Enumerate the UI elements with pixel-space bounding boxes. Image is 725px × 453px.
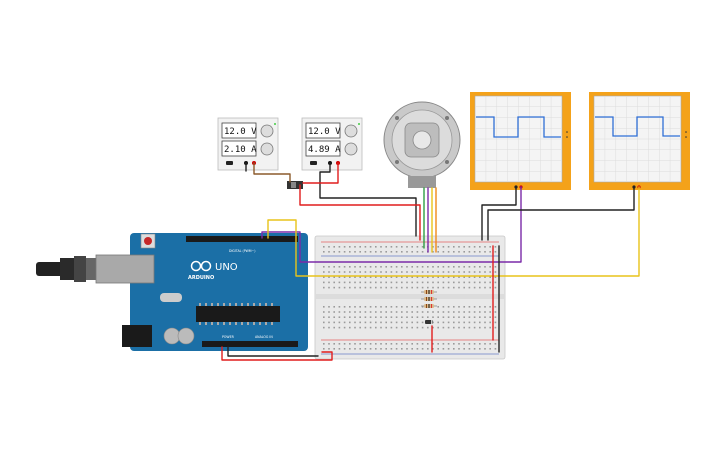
power-analog-header[interactable] [202, 341, 298, 347]
voltage-knob-icon[interactable] [260, 124, 274, 138]
voltage-display [221, 122, 257, 139]
wire-black[interactable] [227, 346, 319, 357]
wire-black[interactable] [481, 186, 517, 241]
usb-cable [36, 262, 66, 276]
resistor[interactable] [421, 290, 437, 294]
motor-connector [408, 176, 436, 188]
wire-yellow[interactable] [267, 186, 640, 277]
breadboard-holes[interactable] [323, 246, 497, 350]
slide-switch[interactable] [287, 181, 303, 189]
square-wave-trace [595, 116, 680, 137]
breadboard[interactable] [314, 235, 506, 360]
wire-red[interactable] [302, 162, 339, 184]
power-jack[interactable] [122, 325, 152, 347]
voltage-reading: 12.0 V [224, 127, 257, 137]
resistor[interactable] [421, 297, 437, 301]
crystal-oscillator [160, 293, 182, 302]
status-led-icon [358, 123, 360, 125]
motor-shaft-icon [412, 130, 432, 150]
wire-brown[interactable] [253, 162, 291, 183]
power-supply-1[interactable]: 12.0 V 2.10 A [217, 117, 279, 171]
status-led-icon [274, 123, 276, 125]
power-header-label: POWER [222, 335, 235, 339]
arduino-uno-board[interactable]: DIGITAL (PWM~) POWER ANALOG IN UNO ARDUI… [36, 233, 308, 351]
microcontroller-chip [196, 306, 280, 322]
arduino-logo-icon [190, 260, 212, 272]
capacitor-icon [177, 327, 195, 345]
dc-motor[interactable] [383, 101, 461, 188]
current-display [305, 140, 341, 157]
diode[interactable] [425, 320, 433, 324]
voltage-knob-icon[interactable] [344, 124, 358, 138]
power-supply-2[interactable]: 12.0 V 4.89 A [301, 117, 363, 171]
wire-purple[interactable] [261, 186, 522, 263]
square-wave-trace [476, 116, 561, 138]
usb-port[interactable] [95, 254, 155, 284]
oscilloscope-1[interactable] [470, 92, 571, 190]
wire-red[interactable] [299, 184, 421, 241]
current-reading: 4.89 A [308, 145, 341, 155]
current-display [221, 140, 257, 157]
resistor[interactable] [421, 304, 437, 308]
wire-red[interactable] [221, 346, 333, 361]
power-switch[interactable] [310, 161, 317, 165]
capacitor-icon [163, 327, 181, 345]
current-knob-icon[interactable] [344, 142, 358, 156]
brand-label: ARDUINO [188, 275, 214, 281]
digital-header[interactable] [186, 236, 298, 242]
voltage-display [305, 122, 341, 139]
power-switch[interactable] [226, 161, 233, 165]
analog-header-label: ANALOG IN [255, 335, 273, 339]
wire-black[interactable] [487, 186, 635, 241]
board-model-label: UNO [215, 262, 238, 273]
voltage-reading: 12.0 V [308, 127, 341, 137]
current-knob-icon[interactable] [260, 142, 274, 156]
digital-header-label: DIGITAL (PWM~) [229, 249, 255, 253]
current-reading: 2.10 A [224, 145, 257, 155]
wire-black[interactable] [319, 162, 417, 237]
reset-button-icon[interactable] [144, 237, 152, 245]
oscilloscope-2[interactable] [589, 92, 690, 190]
